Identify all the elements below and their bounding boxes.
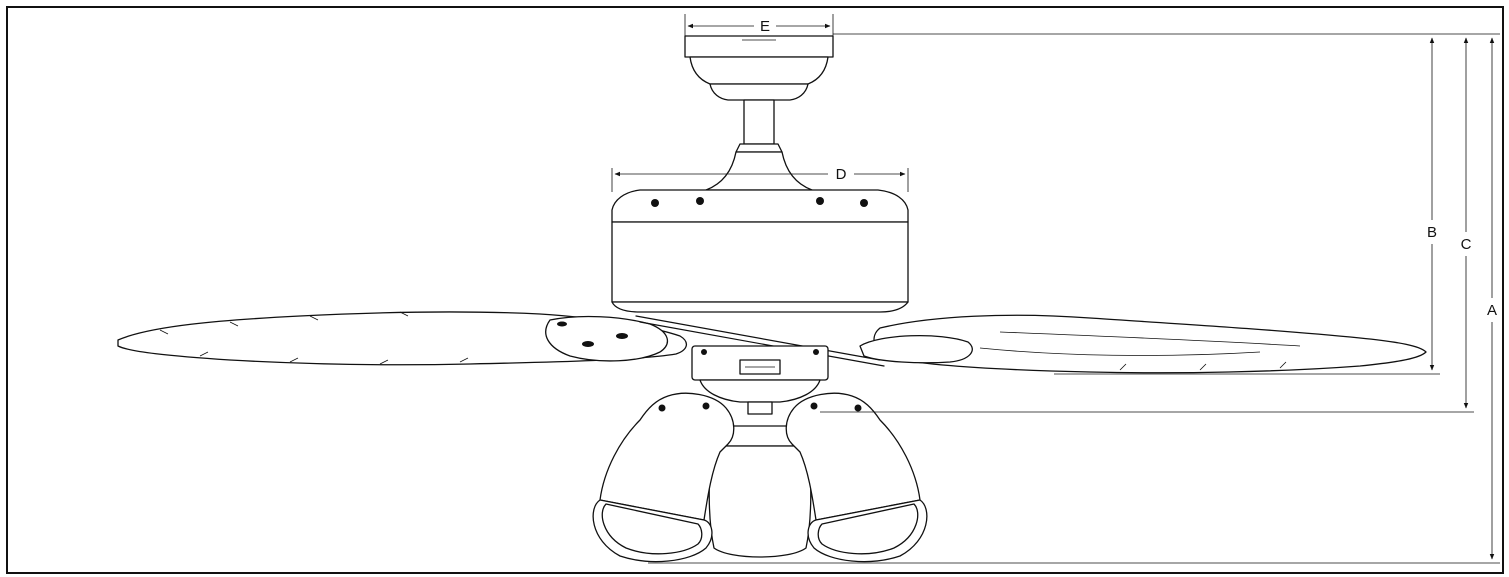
downrod bbox=[706, 100, 812, 190]
dimension-label-d: D bbox=[836, 166, 847, 183]
motor-housing bbox=[612, 190, 908, 312]
canopy bbox=[685, 36, 833, 100]
fan-drawing bbox=[118, 36, 1426, 562]
dimension-label-b: B bbox=[1427, 224, 1437, 241]
fan-blade-right bbox=[860, 315, 1426, 373]
dimension-label-e: E bbox=[760, 18, 770, 35]
dimension-label-a: A bbox=[1487, 302, 1497, 319]
dimension-label-c: C bbox=[1461, 236, 1472, 253]
